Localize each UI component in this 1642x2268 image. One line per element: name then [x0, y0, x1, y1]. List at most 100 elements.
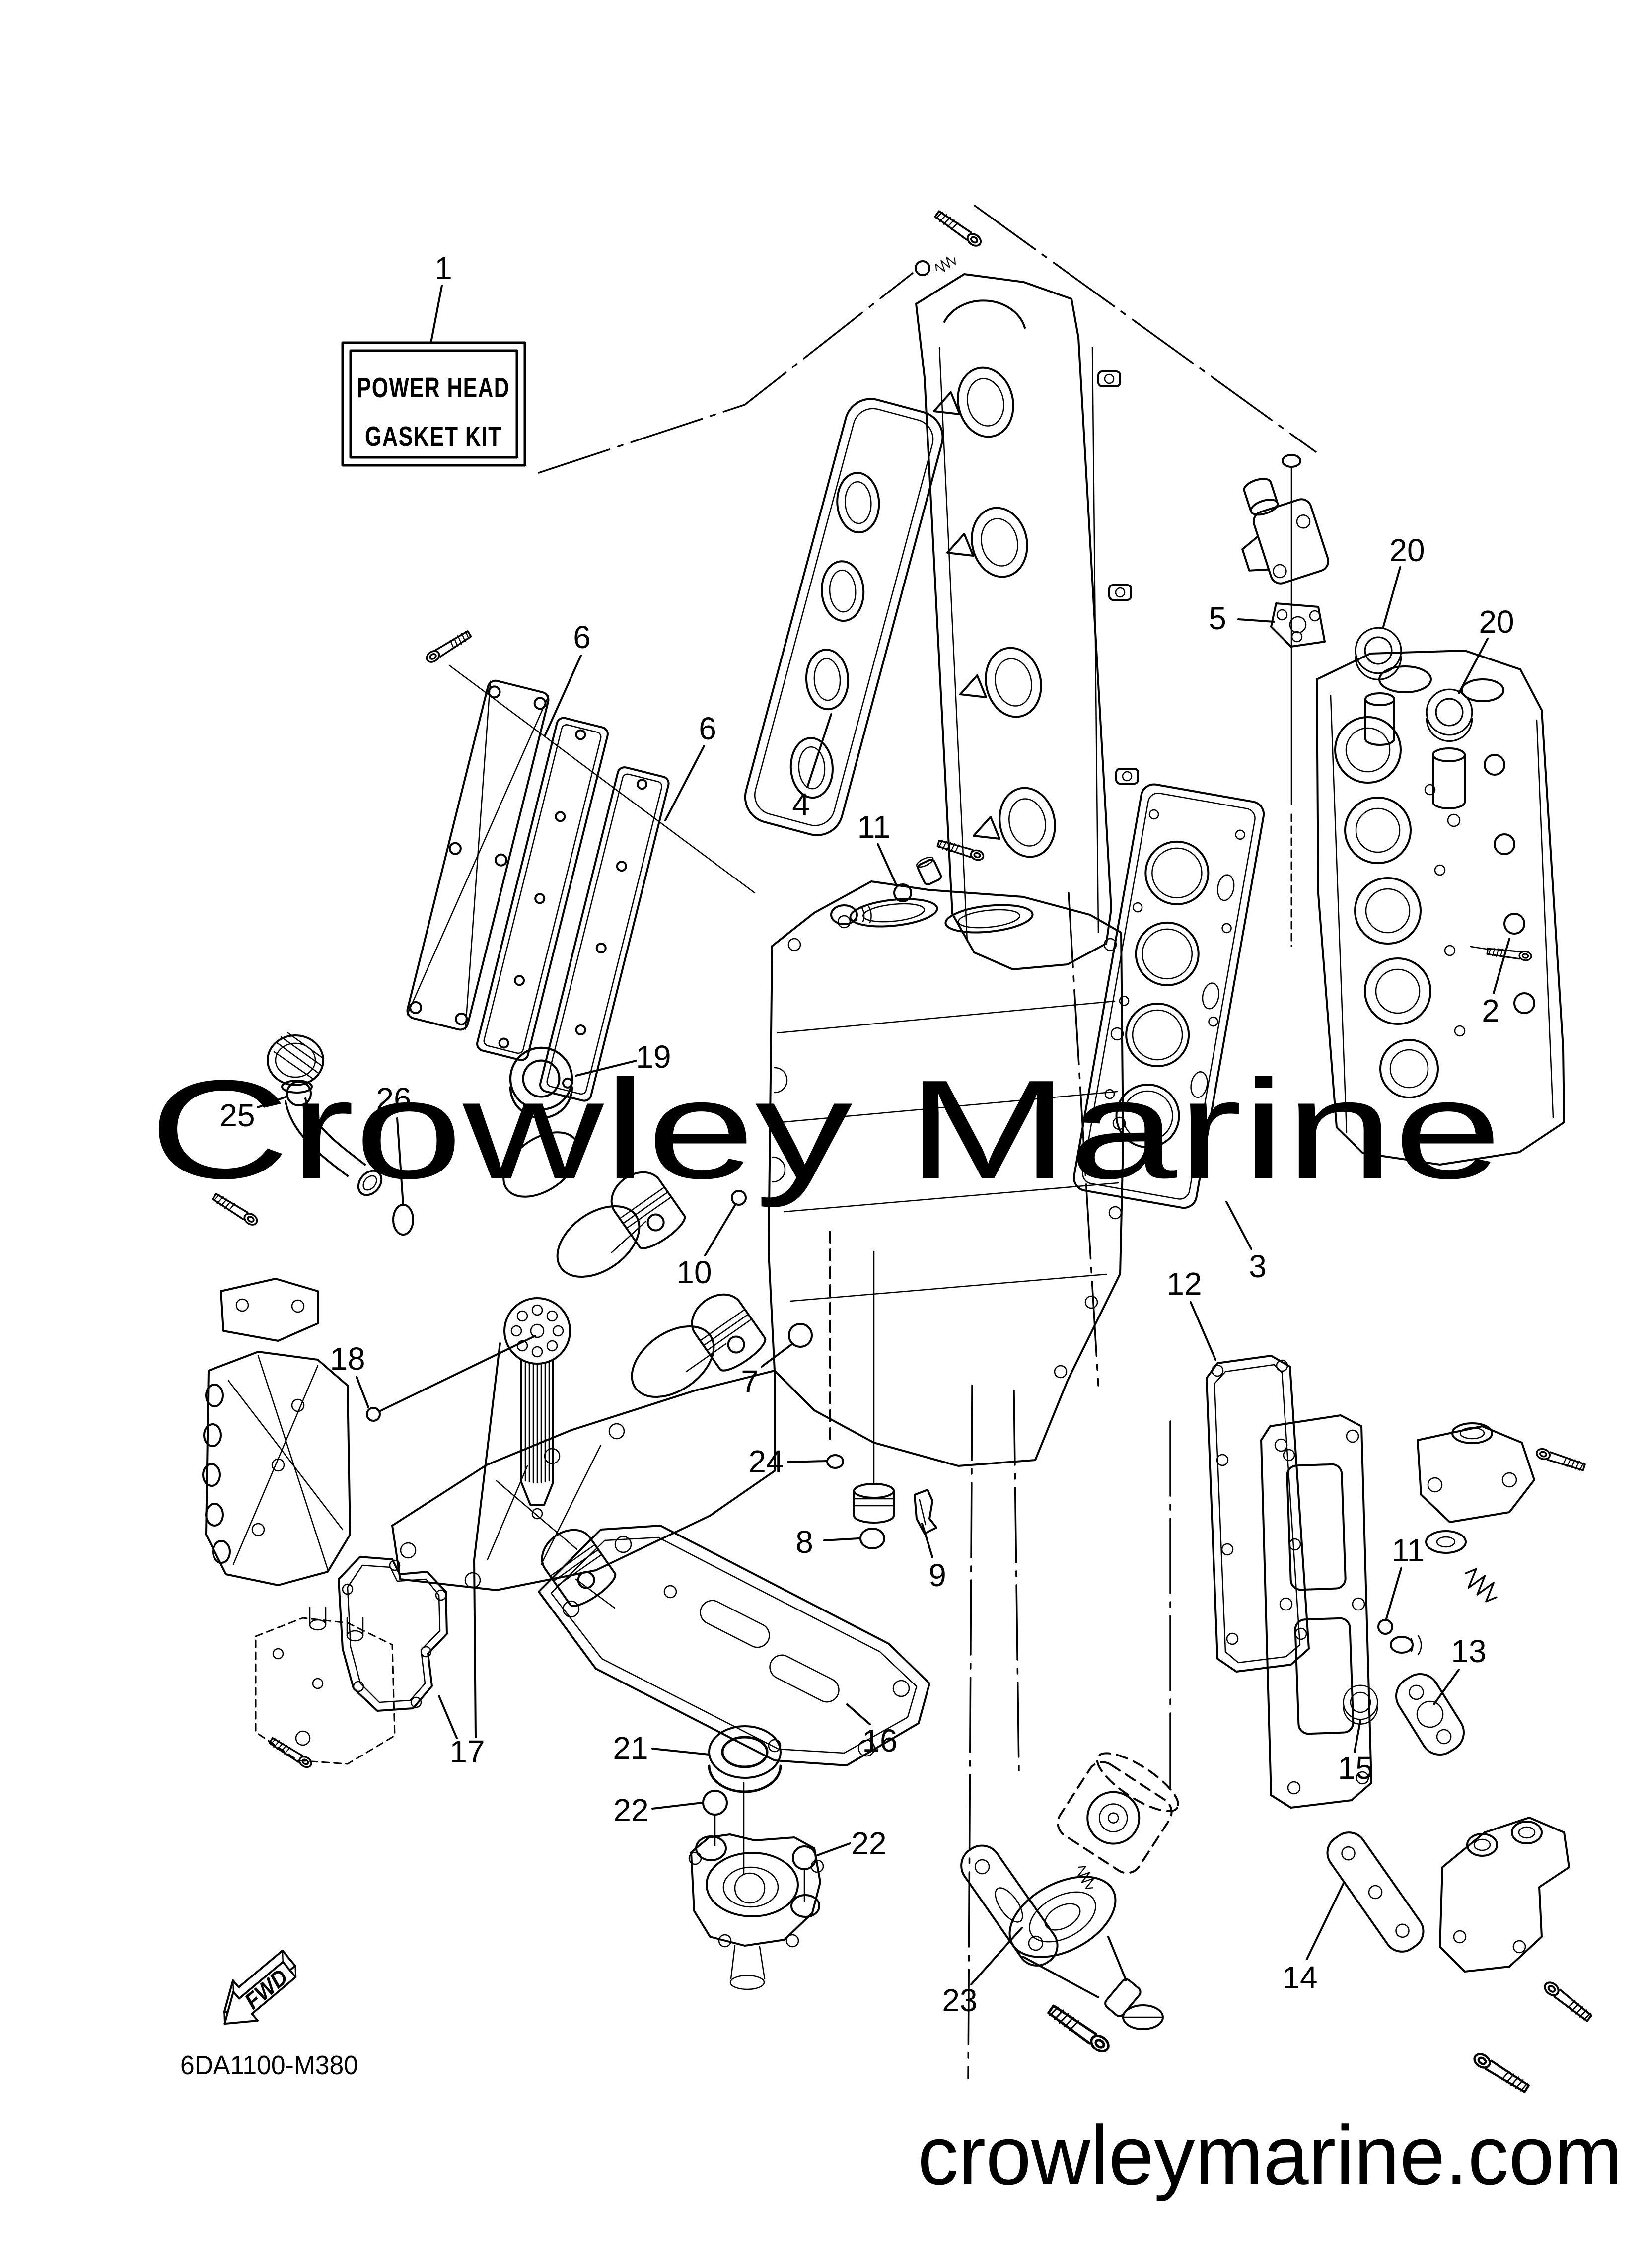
oring-11a: [893, 883, 912, 902]
part-callout-21-23[interactable]: 21: [613, 1730, 648, 1766]
kit-title-box: POWER HEAD GASKET KIT: [341, 341, 526, 467]
leader-line-part-1-0: [429, 285, 443, 349]
part-callout-7-7[interactable]: 7: [741, 1364, 759, 1399]
leader-line-part-11-11: [877, 843, 898, 887]
oil-pump-cluster: [688, 1725, 824, 1990]
part-callout-16-17[interactable]: 16: [862, 1723, 897, 1758]
part-callout-10-10[interactable]: 10: [676, 1254, 712, 1290]
part-callout-23-26[interactable]: 23: [942, 1982, 977, 2018]
leader-line-part-13-14: [1433, 1669, 1460, 1705]
valve-cover-gasket: [744, 398, 944, 836]
small-orings-and-plugs: [366, 838, 986, 1549]
oil-filter-cluster: [960, 1752, 1179, 2054]
leader-line-part-18-19: [378, 1335, 536, 1412]
part-callout-14-15[interactable]: 14: [1282, 1960, 1317, 1995]
part-callout-12-13[interactable]: 12: [1166, 1266, 1202, 1302]
leader-line-part-19-20: [575, 1060, 637, 1077]
leader-line-part-18-19: [356, 1376, 369, 1408]
leader-line-part-6-5: [544, 655, 582, 736]
part-callout-20-22[interactable]: 20: [1479, 604, 1514, 640]
leader-line-part-8-8: [823, 1537, 859, 1541]
fitting-bracket-14: [1326, 1817, 1594, 2094]
leader-line-part-25-28: [257, 1096, 286, 1108]
watermark-text: Crowley Marine: [149, 1051, 1502, 1209]
sensor-and-gasket-5: [1241, 454, 1330, 947]
part-callout-9-9[interactable]: 9: [928, 1557, 946, 1593]
oring-22a: [702, 1790, 728, 1816]
part-callout-17-18[interactable]: 17: [449, 1734, 485, 1769]
leader-line-part-3-2: [1225, 1201, 1252, 1250]
cylinder-head: [1316, 650, 1565, 1166]
leader-line-part-10-10: [704, 1203, 737, 1256]
leader-line-part-14-15: [1306, 1882, 1345, 1960]
part-callout-2-1[interactable]: 2: [1482, 993, 1499, 1028]
footer-site-text: crowleymarine.com: [918, 2109, 1623, 2201]
part-callouts: 1234566789101111121314151617181920202122…: [219, 250, 1514, 2018]
leader-line-part-17-18: [438, 1695, 458, 1739]
leader-line-part-16-17: [846, 1703, 871, 1725]
leader-line-part-23-26: [970, 1927, 1023, 1985]
oil-pan-gasket: [538, 1525, 930, 1766]
thermostat-cluster: [1343, 1422, 1587, 1756]
leader-line-part-11-12: [1385, 1567, 1402, 1620]
kit-box-line2: GASKET KIT: [365, 421, 502, 452]
oring-10: [731, 1190, 747, 1206]
oring-7: [788, 1323, 813, 1348]
leader-line-part-22-24: [651, 1802, 703, 1810]
part-callout-26-29[interactable]: 26: [376, 1081, 411, 1117]
oil-filler-cluster: [211, 1032, 414, 1342]
cylinder-head-cover: [915, 209, 1139, 970]
leader-line-part-15-16: [1354, 1719, 1361, 1753]
part-callout-22-24[interactable]: 22: [613, 1792, 648, 1828]
leader-line-part-20-22: [1458, 638, 1489, 694]
pump-seal-21: [708, 1725, 782, 1779]
leader-line-part-9-9: [921, 1523, 933, 1558]
exhaust-cover-and-gasket: [1206, 1355, 1372, 1809]
oring-24: [826, 1454, 844, 1469]
diagram-code: 6DA1100-M380: [180, 2050, 358, 2080]
leader-line-part-21-23: [651, 1748, 710, 1756]
part-callout-5-4[interactable]: 5: [1209, 600, 1226, 636]
aux-casting-and-gasket-17: [202, 1351, 448, 1770]
part-callout-15-16[interactable]: 15: [1338, 1750, 1373, 1786]
leader-line-part-4-3: [806, 713, 832, 788]
head-gasket: [1073, 783, 1265, 1209]
part-callout-4-3[interactable]: 4: [792, 787, 810, 822]
part-callout-19-20[interactable]: 19: [636, 1039, 671, 1075]
part-callout-3-2[interactable]: 3: [1249, 1248, 1267, 1284]
leader-line-part-12-13: [1190, 1301, 1216, 1361]
part-callout-11-12[interactable]: 11: [1392, 1533, 1425, 1568]
oring-18: [366, 1407, 381, 1422]
leader-line-part-17-18: [473, 1342, 501, 1738]
part-callout-24-27[interactable]: 24: [748, 1444, 784, 1479]
oring-26: [392, 1204, 414, 1236]
oring-25: [286, 1081, 312, 1106]
leader-line-part-6-6: [664, 745, 705, 821]
clip-9: [914, 1489, 937, 1535]
part-callout-22-25[interactable]: 22: [851, 1826, 886, 1861]
leader-line-part-2-1: [1493, 938, 1510, 994]
part-callout-18-19[interactable]: 18: [330, 1341, 365, 1377]
cylinder-block: [391, 880, 1126, 1591]
leader-line-part-26-29: [396, 1117, 404, 1206]
part-callout-8-8[interactable]: 8: [795, 1524, 813, 1560]
part-callout-25-28[interactable]: 25: [219, 1097, 255, 1133]
leader-line-part-7-7: [761, 1343, 793, 1368]
fwd-arrow: FWD: [223, 1949, 297, 2025]
part-callout-1-0[interactable]: 1: [434, 250, 452, 286]
grommet-15: [1343, 1684, 1378, 1725]
phantom-boundary-lines: [538, 205, 1317, 2079]
breather-cover-and-gaskets: [406, 629, 756, 1102]
leader-line-part-5-4: [1237, 618, 1275, 623]
part-callout-13-14[interactable]: 13: [1451, 1633, 1486, 1669]
oring-22b: [792, 1845, 817, 1870]
part-callout-6-6[interactable]: 6: [699, 711, 716, 746]
crankshaft-and-pistons: [502, 1131, 771, 1612]
leader-line-part-20-21: [1382, 566, 1401, 628]
oring-8: [859, 1528, 885, 1549]
part-callout-11-11[interactable]: 11: [857, 809, 890, 845]
part-callout-20-21[interactable]: 20: [1389, 532, 1425, 568]
part-callout-6-5[interactable]: 6: [573, 619, 591, 655]
